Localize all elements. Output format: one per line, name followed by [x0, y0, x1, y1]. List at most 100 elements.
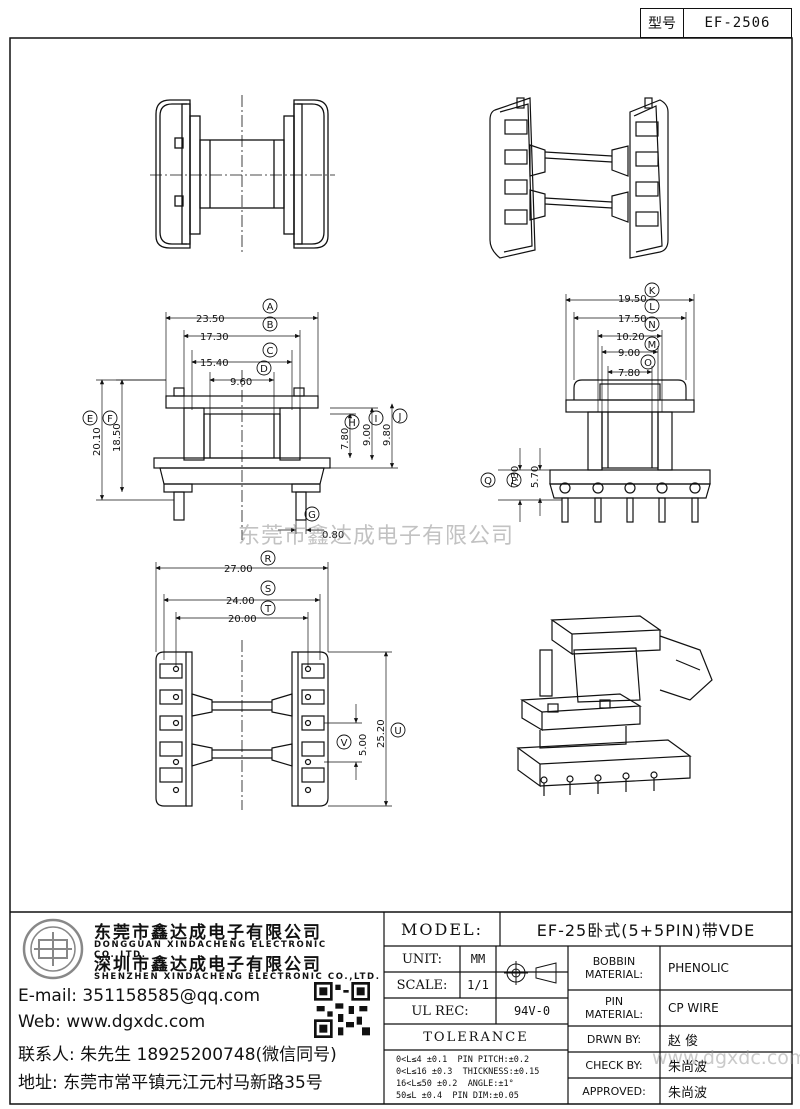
top-view [150, 95, 335, 252]
company-logo-icon [22, 918, 84, 980]
callout-circles [82, 282, 660, 750]
dim-p-value: 5.70 [530, 466, 541, 488]
svg-text:H: H [348, 418, 356, 429]
company-address: 地址: 东莞市常平镇元江元村马新路35号 [18, 1073, 323, 1093]
svg-text:U: U [394, 726, 401, 737]
tol-row-1: 0<L≤4 ±0.1 PIN PITCH:±0.2 [396, 1055, 530, 1065]
tb-ulrec-label: UL REC: [411, 1003, 469, 1019]
dim-f-value: 18.50 [112, 423, 123, 452]
dim-o-value: 7.80 [618, 368, 640, 379]
svg-text:G: G [308, 510, 316, 521]
company-cn-name-2: 深圳市鑫达成电子有限公司 [94, 955, 322, 975]
company-contact: 联系人: 朱先生 18925200748(微信同号) [18, 1045, 337, 1065]
side-pins-view [489, 97, 669, 259]
front-dims [96, 312, 398, 534]
side-view [549, 379, 711, 523]
sheet-border [9, 37, 793, 1105]
model-header-value: EF-2506 [704, 15, 771, 31]
dim-m-value: 9.00 [618, 348, 640, 359]
tb-approved-value: 朱尚波 [668, 1085, 708, 1101]
callout-letters: AB CD E F H I J G KL NM O Q P R ST U V [87, 286, 656, 749]
svg-text:R: R [265, 554, 272, 565]
tb-tolerance-label: TOLERANCE [423, 1029, 529, 1045]
svg-text:I: I [375, 414, 378, 425]
dim-s-value: 24.00 [226, 596, 255, 607]
tb-model-value: EF-25卧式(5+5PIN)带VDE [536, 921, 756, 940]
dim-v-value: 5.00 [358, 734, 369, 756]
dim-i-value: 9.00 [362, 424, 373, 446]
dim-k-value: 19.50 [618, 294, 647, 305]
svg-text:M: M [648, 340, 657, 351]
tb-check-value: 朱尚波 [668, 1059, 708, 1075]
svg-text:O: O [644, 358, 652, 369]
dim-u-value: 25.20 [376, 719, 387, 748]
tb-ulrec-value: 94V-0 [513, 1004, 551, 1018]
svg-text:F: F [107, 414, 113, 425]
svg-text:T: T [264, 604, 272, 615]
isometric-view [516, 615, 713, 796]
svg-text:P: P [511, 476, 517, 487]
company-web: Web: www.dgxdc.com [18, 1012, 206, 1032]
front-view [153, 370, 331, 540]
tb-approved-label: APPROVED: [582, 1084, 646, 1098]
dimension-values: 23.50 17.30 15.40 9.60 20.10 18.50 0.80 … [92, 294, 647, 756]
tb-unit-label: UNIT: [401, 951, 443, 967]
tb-scale-label: SCALE: [396, 977, 448, 993]
dim-n-value: 10.20 [616, 332, 645, 343]
projection-symbol-icon [504, 961, 557, 985]
bottom-dims [155, 562, 392, 807]
tb-bobbin-value: PHENOLIC [668, 961, 729, 975]
titleblock-grid [383, 912, 792, 1104]
tol-row-3: 16<L≤50 ±0.2 ANGLE:±1° [396, 1079, 514, 1089]
company-cn-name-1: 东莞市鑫达成电子有限公司 [94, 923, 322, 943]
dim-e-value: 20.10 [92, 427, 103, 456]
tb-scale-value: 1/1 [467, 978, 489, 992]
tol-row-4: 50≤L ±0.4 PIN DIM:±0.05 [396, 1091, 519, 1101]
svg-text:J: J [398, 412, 402, 423]
qr-code-icon [314, 982, 370, 1038]
title-block: MODEL: EF-25卧式(5+5PIN)带VDE UNIT: MM SCAL… [384, 912, 792, 1102]
tb-drwn-value: 赵 俊 [668, 1033, 699, 1049]
tb-pin-value: CP WIRE [668, 1001, 719, 1015]
svg-text:B: B [267, 320, 274, 331]
svg-text:S: S [265, 584, 271, 595]
company-en-name-2: SHENZHEN XINDACHENG ELECTRONIC CO.,LTD. [94, 972, 381, 982]
svg-text:K: K [649, 286, 656, 297]
svg-text:E: E [87, 414, 93, 425]
svg-text:D: D [260, 364, 268, 375]
dim-a-value: 23.50 [196, 314, 225, 325]
dim-q-value: 7.30 [510, 466, 521, 488]
svg-text:L: L [649, 302, 655, 313]
dim-c-value: 15.40 [200, 358, 229, 369]
side-dims [498, 294, 695, 522]
tb-unit-value: MM [470, 952, 486, 966]
svg-text:A: A [267, 302, 274, 313]
dim-j-value: 9.80 [382, 424, 393, 446]
dim-g-value: 0.80 [322, 530, 344, 541]
model-header-label: 型号 [641, 9, 684, 37]
dim-l-value: 17.50 [618, 314, 647, 325]
dim-d-value: 9.60 [230, 377, 252, 388]
tb-drwn-label: DRWN BY: [586, 1032, 642, 1046]
dim-r-value: 27.00 [224, 564, 253, 575]
dim-h-value: 7.80 [340, 428, 351, 450]
company-email: E-mail: 351158585@qq.com [18, 986, 261, 1006]
dim-b-value: 17.30 [200, 332, 229, 343]
watermark-url: www.dgxdc.com [652, 1047, 800, 1069]
svg-text:N: N [648, 320, 655, 331]
company-en-name-1: DONGGUAN XINDACHENG ELECTRONIC CO.,LTD. [94, 940, 327, 960]
tb-check-label: CHECK BY: [585, 1058, 643, 1072]
company-info: 东莞市鑫达成电子有限公司 DONGGUAN XINDACHENG ELECTRO… [12, 912, 382, 1102]
watermark-company: 东莞市鑫达成电子有限公司 [238, 524, 515, 549]
tol-row-2: 0<L≤16 ±0.3 THICKNESS:±0.15 [396, 1067, 540, 1077]
svg-text:Q: Q [484, 476, 492, 487]
tb-model-label: MODEL: [400, 919, 484, 939]
svg-text:V: V [341, 738, 348, 749]
svg-text:C: C [267, 346, 274, 357]
dim-t-value: 20.00 [228, 614, 257, 625]
bottom-view [155, 640, 329, 810]
